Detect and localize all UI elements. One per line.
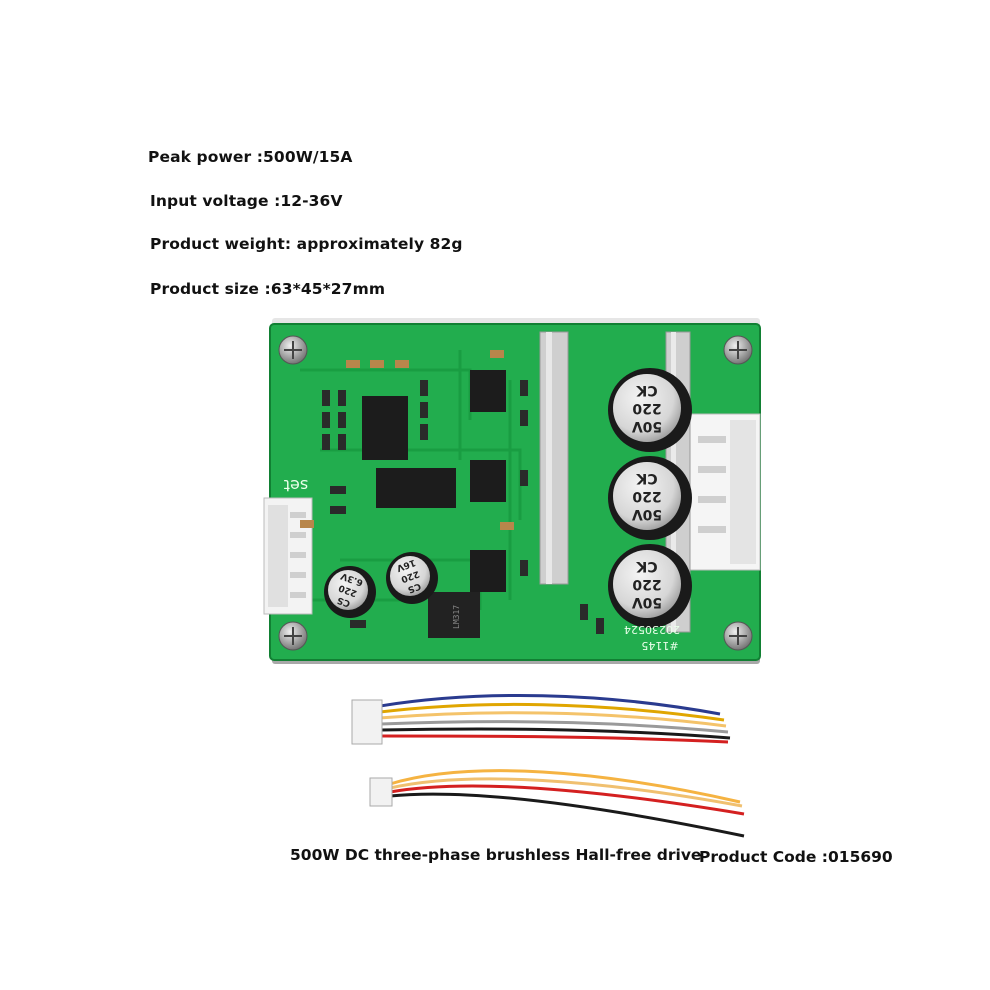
svg-text:50V: 50V — [632, 506, 662, 522]
ic-chip — [470, 550, 506, 592]
screw-bottom-left — [278, 621, 308, 651]
heatsink-bar-left — [539, 331, 569, 585]
silkscreen-set: set — [284, 476, 308, 495]
spec-input-voltage: Input voltage :12-36V — [150, 192, 343, 210]
caption-description: 500W DC three-phase brushless Hall-free … — [290, 846, 702, 864]
capacitor-large: 50V 220 CK — [608, 368, 692, 452]
capacitor-small: CS 220 6.3V — [324, 566, 376, 618]
svg-text:220: 220 — [632, 400, 661, 416]
ic-chip — [470, 370, 506, 412]
capacitor-small: CS 220 16V — [386, 552, 438, 604]
screw-bottom-right — [723, 621, 753, 651]
svg-text:CK: CK — [635, 470, 657, 486]
ic-chip — [362, 396, 408, 460]
svg-text:CS: CS — [406, 580, 422, 594]
svg-text:220: 220 — [632, 576, 661, 592]
capacitor-large: 50V 220 CK — [608, 544, 692, 628]
silkscreen-date: 20230524 — [624, 623, 680, 636]
connector-right — [689, 413, 761, 571]
caption-product-code: Product Code :015690 — [699, 848, 893, 866]
spec-peak-power: Peak power :500W/15A — [148, 148, 353, 166]
smd-components — [322, 380, 604, 634]
ic-chip — [376, 468, 456, 508]
regulator-label: LM317 — [452, 605, 461, 629]
wire-harness-6pin — [351, 694, 731, 745]
svg-text:CS: CS — [336, 594, 352, 608]
connector-left — [263, 497, 313, 615]
svg-text:CK: CK — [635, 382, 657, 398]
ic-chip — [470, 460, 506, 502]
silkscreen-serial: #1145 — [641, 639, 678, 652]
wire-harness-5pin — [369, 769, 745, 838]
svg-text:50V: 50V — [632, 594, 662, 610]
svg-text:CK: CK — [635, 558, 657, 574]
capacitor-large: 50V 220 CK — [608, 456, 692, 540]
screw-top-right — [723, 335, 753, 365]
spec-weight: Product weight: approximately 82g — [150, 235, 463, 253]
spec-size: Product size :63*45*27mm — [150, 280, 386, 298]
svg-text:220: 220 — [632, 488, 661, 504]
regulator — [428, 592, 480, 638]
svg-text:50V: 50V — [632, 418, 662, 434]
screw-top-left — [278, 335, 308, 365]
smd-caps — [300, 350, 514, 530]
